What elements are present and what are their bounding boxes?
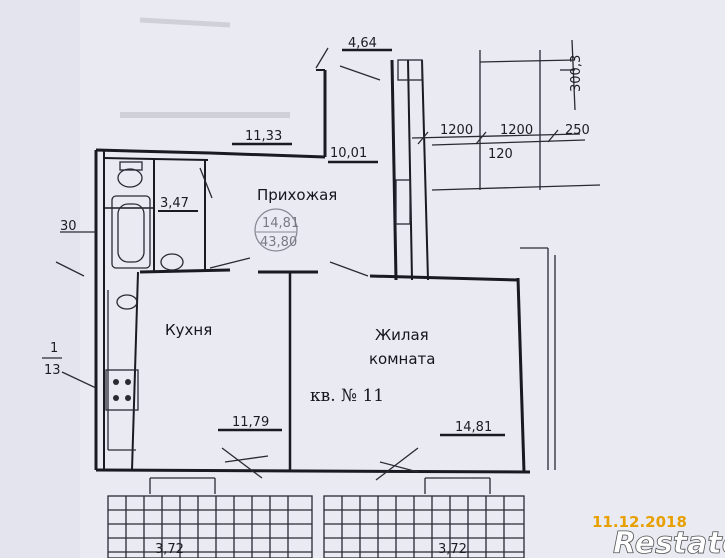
svg-text:10,01: 10,01: [330, 146, 367, 161]
svg-text:4,64: 4,64: [348, 36, 377, 51]
washbasin-icon: [160, 253, 184, 271]
dimension-1200-a: 1200: [440, 123, 473, 138]
svg-text:11,79: 11,79: [232, 415, 269, 430]
balcony-left: [107, 477, 313, 558]
dimension-300: 300,3: [569, 55, 584, 92]
dimension-1200-b: 1200: [500, 123, 533, 138]
door-swings: [55, 47, 419, 481]
svg-text:Restate: Restate: [613, 526, 725, 558]
date-stamp: 11.12.2018: [592, 513, 687, 531]
hallway-label: Прихожая: [257, 186, 337, 204]
svg-text:13: 13: [44, 363, 61, 378]
svg-text:1: 1: [50, 341, 58, 356]
area-value-top-left: 11,33: [232, 129, 292, 146]
total-area-value: 14,81: [262, 216, 299, 231]
svg-text:11,33: 11,33: [245, 129, 282, 144]
living-room-label-line2: комната: [369, 350, 435, 368]
area-value-kitchen: 11,79: [218, 415, 282, 432]
svg-text:30: 30: [60, 219, 77, 234]
restate-watermark: Restate: [613, 526, 725, 558]
area-circle: 14,81 43,80: [254, 208, 299, 252]
kitchen-label: Кухня: [165, 321, 212, 339]
toilet-icon: [117, 168, 143, 188]
svg-text:14,81: 14,81: [455, 420, 492, 435]
area-value-top-cut: 4,64: [342, 36, 392, 52]
area-value-top-mid: 10,01: [328, 146, 378, 164]
area-value-bathroom: 3,47: [158, 196, 198, 212]
living-room-label-line1: Жилая: [375, 326, 429, 344]
stove-icon: [105, 369, 139, 411]
kitchen-sink-icon: [116, 294, 138, 310]
bathroom-fixtures: [105, 161, 184, 451]
svg-text:3,47: 3,47: [160, 196, 189, 211]
left-dimension-30: 30: [60, 219, 77, 234]
right-structure: [395, 39, 601, 470]
dimension-250: 250: [565, 123, 590, 138]
dimension-120: 120: [488, 147, 513, 162]
apartment-label: кв. № 11: [310, 386, 384, 406]
balcony-left-area: 3,72: [155, 542, 184, 557]
left-dimension-fraction: 1 13: [42, 341, 97, 389]
balcony-right: [323, 477, 525, 558]
area-value-living: 14,81: [440, 420, 505, 437]
exterior-walls: [94, 59, 531, 474]
faint-background-lines: [120, 17, 290, 118]
living-area-value: 43,80: [260, 235, 297, 250]
paper-shadow: [0, 0, 80, 558]
balcony-right-area: 3,72: [438, 542, 467, 557]
dimension-lines: [411, 129, 581, 145]
bathtub-icon: [111, 195, 151, 269]
